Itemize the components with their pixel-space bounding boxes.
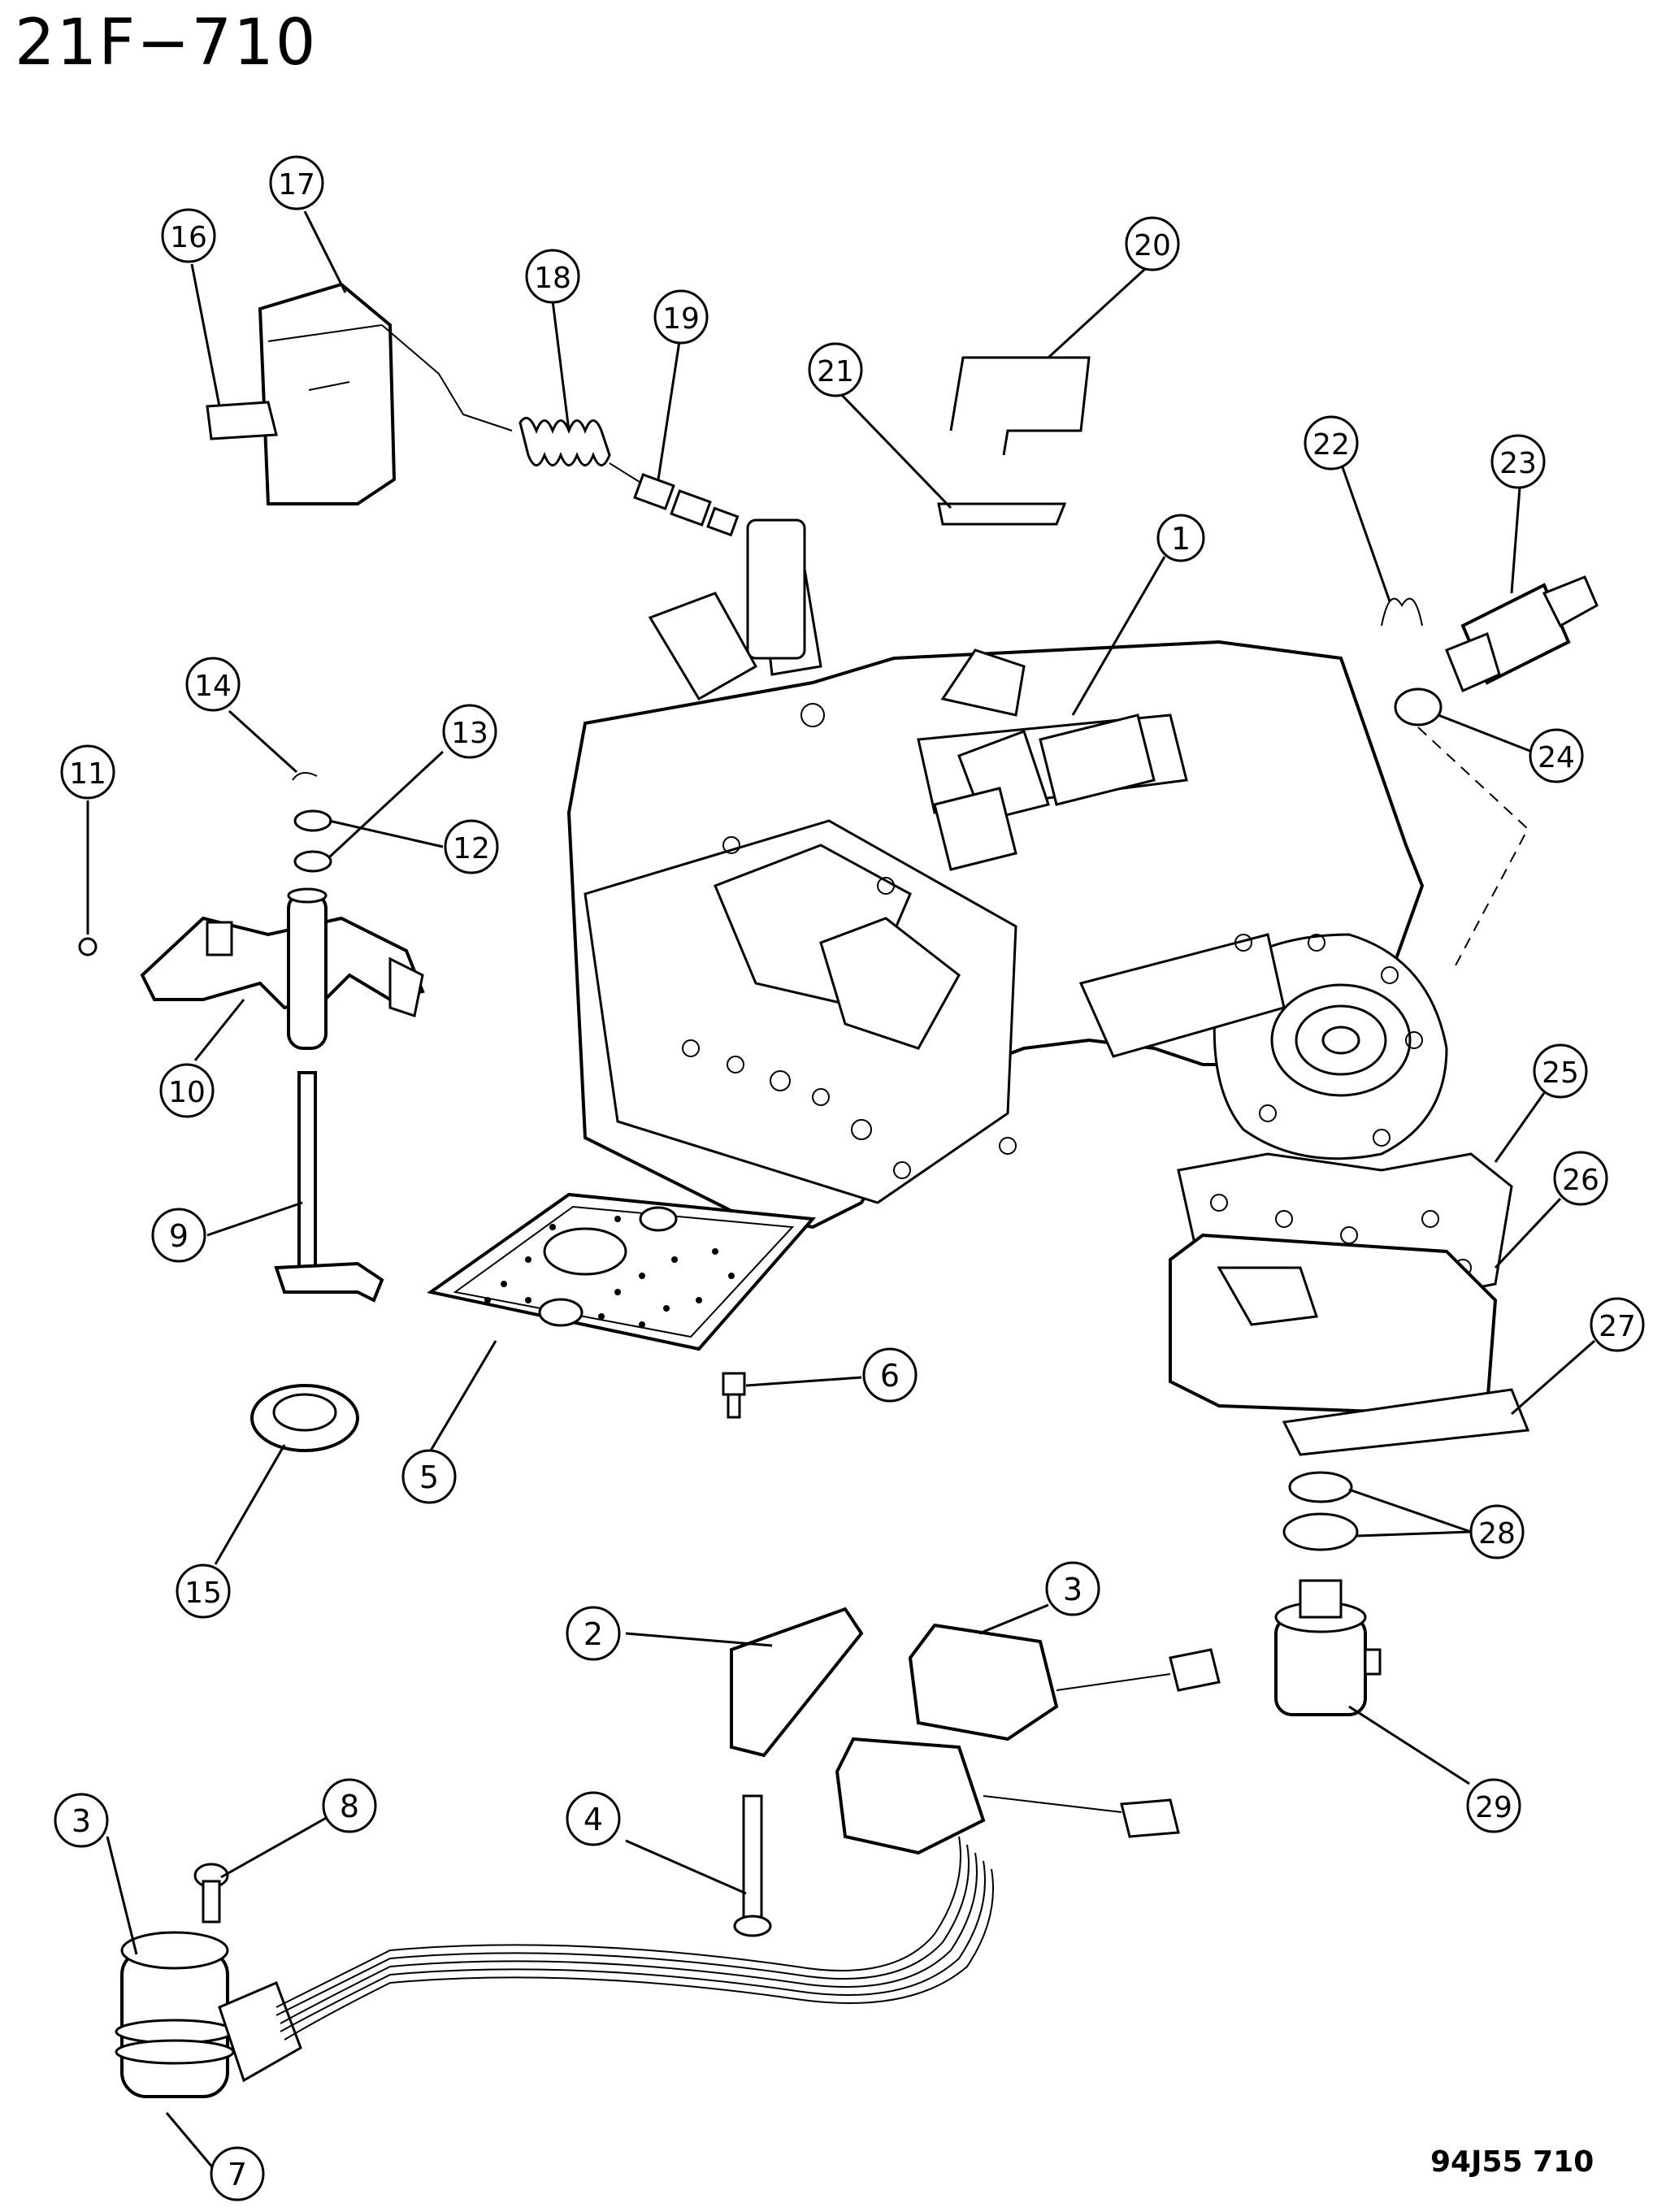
svg-text:18: 18 <box>534 262 571 295</box>
solenoid-assembly <box>835 1623 1221 1855</box>
callout-2: 2 <box>566 1606 621 1661</box>
svg-text:27: 27 <box>1599 1310 1636 1343</box>
svg-text:4: 4 <box>584 1802 603 1837</box>
svg-text:11: 11 <box>69 757 106 791</box>
svg-text:8: 8 <box>340 1789 359 1824</box>
screw <box>193 1863 229 1924</box>
callout-12: 12 <box>444 819 499 874</box>
svg-text:15: 15 <box>184 1577 222 1610</box>
retainer-clip <box>1381 597 1423 627</box>
svg-text:1: 1 <box>1171 521 1191 557</box>
svg-text:5: 5 <box>419 1459 439 1495</box>
callout-7: 7 <box>210 2146 265 2201</box>
governor-solenoid <box>1445 575 1599 693</box>
screw-small <box>722 1372 746 1419</box>
leader-lines <box>86 210 1595 2191</box>
oil-tube <box>949 356 1091 456</box>
page-code: 21F−710 <box>15 7 318 80</box>
svg-text:25: 25 <box>1542 1056 1579 1090</box>
svg-text:19: 19 <box>662 302 700 336</box>
valve-body <box>566 518 1448 1230</box>
callout-25: 25 <box>1533 1043 1588 1099</box>
tube-bracket <box>937 502 1067 526</box>
svg-text:10: 10 <box>168 1076 206 1109</box>
callout-6: 6 <box>862 1347 918 1403</box>
o-ring <box>1394 687 1443 726</box>
svg-text:6: 6 <box>880 1358 900 1394</box>
check-ball <box>78 937 98 956</box>
callout-13: 13 <box>442 704 497 759</box>
svg-text:23: 23 <box>1499 447 1537 480</box>
accumulator-housing <box>1169 1233 1530 1456</box>
callout-28: 28 <box>1469 1504 1525 1559</box>
o-ring-lower <box>1282 1512 1359 1551</box>
svg-text:22: 22 <box>1312 428 1350 462</box>
assembly-path <box>1417 726 1529 968</box>
svg-text:9: 9 <box>169 1218 189 1254</box>
callout-10: 10 <box>159 1063 215 1118</box>
callout-17: 17 <box>269 155 324 210</box>
svg-text:29: 29 <box>1475 1791 1512 1824</box>
callout-3a: 3 <box>1045 1561 1100 1616</box>
figure-code: 94J55 710 <box>1430 2145 1594 2179</box>
callout-8: 8 <box>322 1778 377 1833</box>
callout-11: 11 <box>60 744 115 800</box>
callout-14: 14 <box>185 657 241 712</box>
seal <box>293 809 332 832</box>
washer <box>293 850 332 873</box>
filter-screen <box>427 1192 817 1351</box>
callout-24: 24 <box>1529 728 1584 783</box>
retaining-clip <box>292 772 318 781</box>
callout-1: 1 <box>1156 514 1205 562</box>
svg-text:21: 21 <box>817 355 854 388</box>
harness-connector <box>115 1931 302 2098</box>
detent-spring-bracket <box>206 282 397 505</box>
callout-3b: 3 <box>54 1793 109 1848</box>
svg-text:7: 7 <box>228 2157 247 2192</box>
callout-21: 21 <box>808 342 863 397</box>
pressure-sensor <box>1274 1579 1382 1716</box>
svg-text:12: 12 <box>453 832 490 865</box>
spring <box>381 324 611 466</box>
callout-26: 26 <box>1553 1151 1608 1206</box>
svg-text:26: 26 <box>1562 1164 1599 1197</box>
svg-text:13: 13 <box>451 717 488 750</box>
o-ring-upper <box>1288 1471 1353 1503</box>
svg-text:28: 28 <box>1478 1517 1516 1551</box>
callout-5: 5 <box>401 1449 457 1504</box>
manual-shaft <box>274 1071 384 1303</box>
svg-text:3: 3 <box>1063 1572 1082 1607</box>
svg-text:20: 20 <box>1134 229 1171 262</box>
svg-text:14: 14 <box>194 670 232 703</box>
callout-9: 9 <box>151 1208 206 1263</box>
shaft-seal <box>250 1384 359 1452</box>
wiring-harness <box>275 1836 994 2041</box>
callouts: 1 2 3 3 4 5 6 7 8 9 10 11 12 13 14 15 16… <box>54 155 1645 2201</box>
callout-19: 19 <box>653 289 709 345</box>
svg-text:24: 24 <box>1538 741 1575 774</box>
svg-text:16: 16 <box>170 221 207 254</box>
manual-valve-lever <box>140 887 425 1050</box>
solenoid-bracket <box>730 1607 864 1758</box>
svg-text:2: 2 <box>584 1616 603 1652</box>
valve <box>609 462 740 537</box>
svg-text:17: 17 <box>278 168 315 202</box>
svg-text:3: 3 <box>72 1803 91 1839</box>
callout-29: 29 <box>1466 1778 1521 1833</box>
callout-20: 20 <box>1125 216 1180 271</box>
bolt <box>733 1794 772 1937</box>
callout-15: 15 <box>176 1564 231 1619</box>
callout-4: 4 <box>566 1791 621 1846</box>
callout-27: 27 <box>1590 1297 1645 1352</box>
callout-22: 22 <box>1304 415 1359 471</box>
callout-18: 18 <box>525 249 580 304</box>
callout-16: 16 <box>161 208 216 263</box>
callout-23: 23 <box>1490 434 1546 489</box>
